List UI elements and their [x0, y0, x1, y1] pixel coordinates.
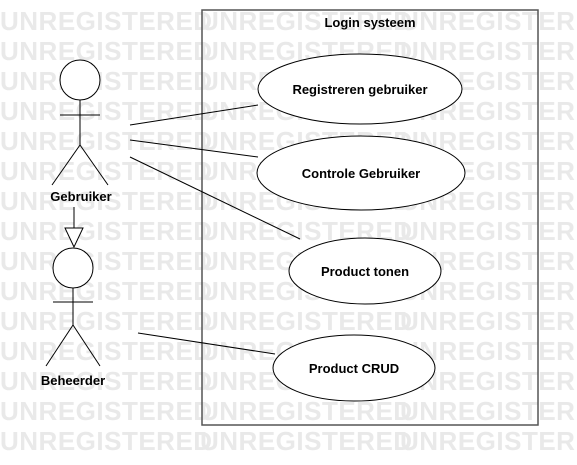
watermark-text: UNREGISTERED — [0, 396, 213, 426]
watermark-text: UNREGISTERED — [0, 276, 213, 306]
use-case-tonen[interactable]: Product tonen — [288, 237, 442, 305]
system-title: Login systeem — [324, 15, 415, 30]
actor-beheerder-right-leg — [72, 324, 101, 367]
watermark-text: UNREGISTERED — [400, 426, 577, 456]
watermark-text: UNREGISTERED — [0, 426, 213, 456]
watermark-text: UNREGISTERED — [0, 96, 213, 126]
use-case-controle[interactable]: Controle Gebruiker — [256, 135, 466, 211]
watermark-text: UNREGISTERED — [0, 306, 213, 336]
watermark-text: UNREGISTERED — [0, 336, 213, 366]
watermark-text: UNREGISTERED — [200, 396, 413, 426]
watermark-text: UNREGISTERED — [0, 6, 213, 36]
generalization-arrow — [64, 207, 84, 249]
actor-beheerder-head — [52, 247, 94, 289]
actor-gebruiker-left-leg — [51, 144, 81, 186]
use-case-controle-label: Controle Gebruiker — [302, 166, 420, 181]
watermark-text: UNREGISTERED — [0, 366, 213, 396]
watermark-text: UNREGISTERED — [400, 306, 577, 336]
association-gebruiker-registreren — [129, 104, 259, 126]
actor-beheerder-left-leg — [45, 324, 74, 367]
actor-beheerder-label: Beheerder — [41, 373, 105, 388]
watermark-text: UNREGISTERED — [400, 396, 577, 426]
system-boundary — [201, 9, 539, 426]
watermark-text: UNREGISTERED — [0, 36, 213, 66]
actor-gebruiker-label: Gebruiker — [50, 189, 111, 204]
use-case-tonen-label: Product tonen — [321, 264, 409, 279]
watermark-text: UNREGISTERED — [0, 186, 213, 216]
watermark-text: UNREGISTERED — [200, 6, 413, 36]
watermark-text: UNREGISTERED — [0, 246, 213, 276]
watermark-text: UNREGISTERED — [400, 216, 577, 246]
watermark-text: UNREGISTERED — [0, 216, 213, 246]
actor-gebruiker-head — [59, 59, 101, 101]
actor-gebruiker[interactable]: Gebruiker — [50, 59, 112, 204]
use-case-registreren[interactable]: Registreren gebruiker — [257, 53, 463, 125]
use-case-registreren-label: Registreren gebruiker — [292, 82, 427, 97]
association-gebruiker-tonen — [129, 156, 301, 240]
watermark-text: UNREGISTERED — [0, 156, 213, 186]
actor-gebruiker-right-leg — [79, 144, 109, 186]
watermark-text: UNREGISTERED — [0, 66, 213, 96]
association-beheerder-crud — [137, 332, 276, 355]
watermark-text: UNREGISTERED — [400, 6, 577, 36]
watermark-text: UNREGISTERED — [0, 126, 213, 156]
actor-beheerder[interactable]: Beheerder — [41, 247, 105, 388]
watermark-text: UNREGISTERED — [400, 36, 577, 66]
watermark-text: UNREGISTERED — [200, 426, 413, 456]
use-case-crud[interactable]: Product CRUD — [272, 334, 436, 402]
use-case-crud-label: Product CRUD — [309, 361, 399, 376]
watermark-text: UNREGISTERED — [200, 306, 413, 336]
association-gebruiker-controle — [129, 139, 259, 158]
